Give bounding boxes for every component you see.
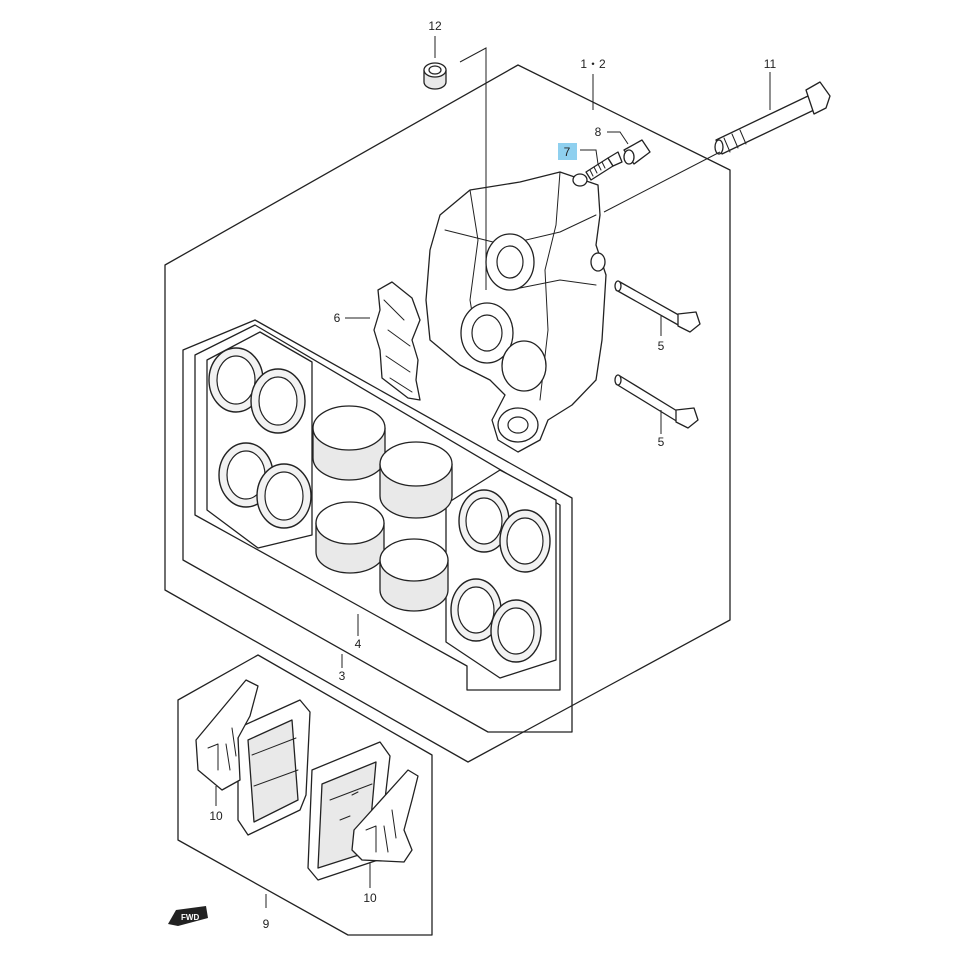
callout-8: 8 (595, 125, 602, 139)
callout-10-right: 10 (363, 891, 377, 905)
fwd-label: FWD (181, 913, 199, 922)
callout-12: 12 (428, 19, 442, 33)
callout-11: 11 (764, 57, 777, 71)
bleeder-cap (623, 139, 651, 165)
callout-6: 6 (334, 311, 341, 325)
caliper-assembly-frame (164, 64, 731, 763)
piston-1 (312, 405, 386, 481)
piston-2 (379, 441, 453, 519)
callout-labels: 12 1・2 11 8 7 6 5 5 4 3 10 10 9 (209, 19, 776, 931)
seal-group-lower-right (445, 469, 557, 679)
callout-9: 9 (263, 917, 270, 931)
seal-group-upper-left (206, 331, 313, 549)
brake-pad-left (195, 679, 311, 836)
callout-10-left: 10 (209, 809, 223, 823)
pad-set-frame (177, 654, 433, 936)
callout-5-upper: 5 (658, 339, 665, 353)
forward-direction-badge: FWD (168, 906, 208, 926)
pistons (312, 405, 453, 612)
piston-3 (315, 501, 385, 574)
callout-3: 3 (339, 669, 346, 683)
callout-7: 7 (564, 145, 571, 159)
piston-4 (379, 538, 449, 612)
bolt-11 (714, 81, 831, 155)
bleeder-valve (585, 151, 623, 181)
brake-pad-right (307, 741, 419, 881)
callout-4: 4 (355, 637, 362, 651)
guide-line-sleeve (459, 47, 487, 290)
caliper-body (425, 171, 607, 453)
sleeve-12 (423, 62, 447, 90)
pad-spring (373, 281, 421, 401)
selected-part-highlight (558, 143, 577, 160)
piston-seal-frame (194, 324, 561, 691)
seal-kit-frame (182, 319, 573, 733)
guide-line-bolt (603, 151, 721, 213)
leader-lines (215, 36, 771, 908)
callout-5-lower: 5 (658, 435, 665, 449)
callout-1-2: 1・2 (580, 57, 606, 71)
pin-5-upper (614, 280, 701, 333)
pin-5-lower (614, 374, 699, 429)
